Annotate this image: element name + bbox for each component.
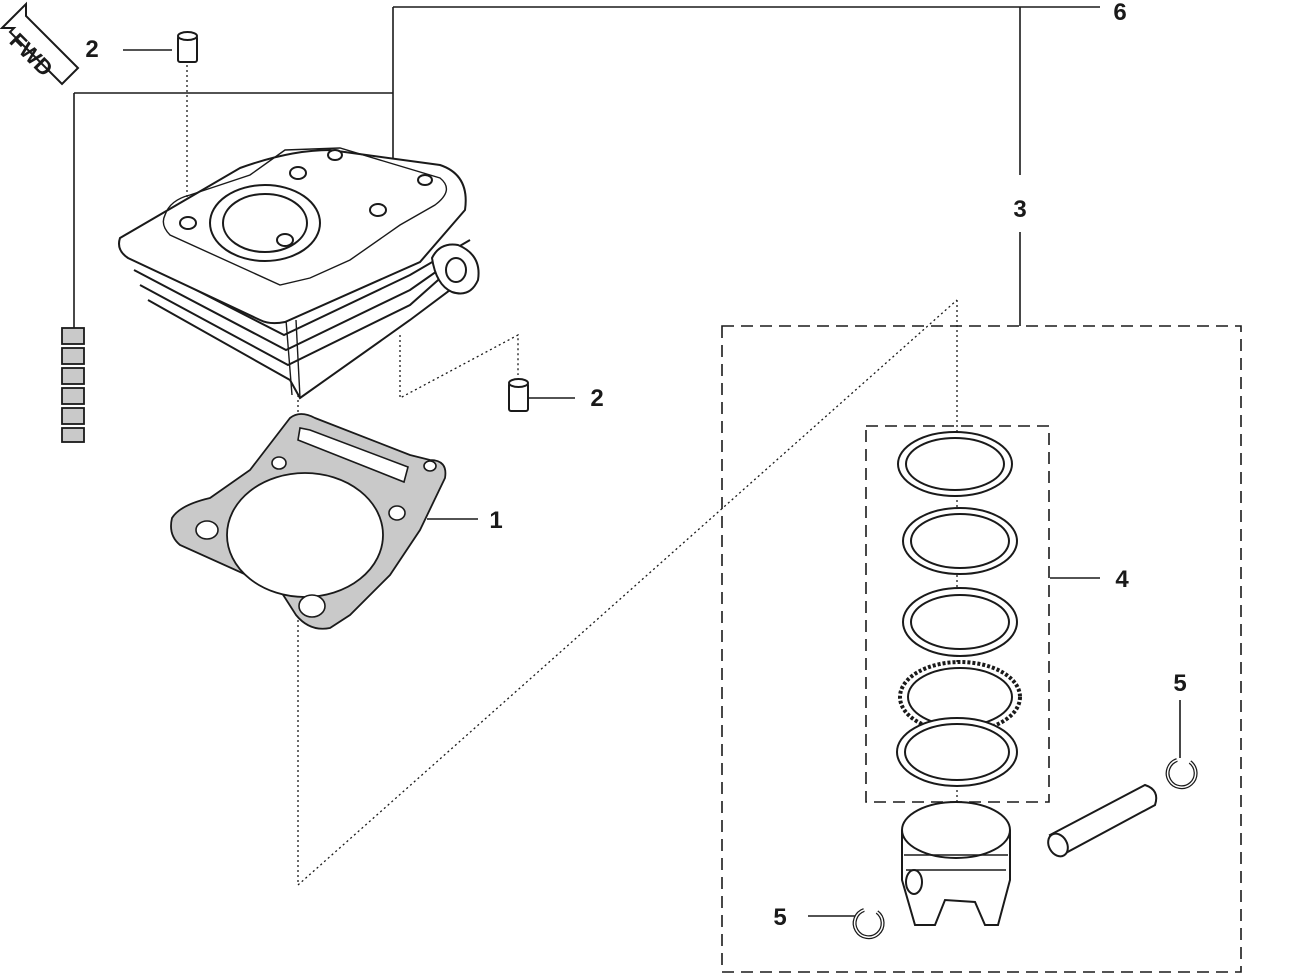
callout-cylinder-assembly: 6 <box>1113 0 1126 26</box>
piston <box>901 801 1011 926</box>
cylinder-stud-stack <box>61 327 85 443</box>
leader-lines <box>73 6 1181 917</box>
piston-ring-second <box>902 507 1018 575</box>
dowel-pin-right <box>508 378 529 412</box>
piston-oil-ring <box>896 717 1018 787</box>
cylinder-block <box>118 147 480 400</box>
piston-ring-third <box>902 587 1018 657</box>
callout-dowel-pin-right: 2 <box>590 385 603 412</box>
callout-piston-kit: 3 <box>1013 196 1026 223</box>
cylinder-base-gasket <box>170 413 447 630</box>
callout-dowel-pin-top: 2 <box>85 36 98 63</box>
callout-piston-pin-clip-right: 5 <box>1173 670 1186 697</box>
piston-oil-ring-expander <box>898 660 1022 734</box>
fwd-arrow-icon: FWD <box>0 1 80 86</box>
piston-pin <box>1047 783 1158 858</box>
piston-kit-boundary <box>721 325 1242 973</box>
callout-piston-ring-set: 4 <box>1115 566 1129 593</box>
piston-ring-top <box>897 431 1013 497</box>
callout-gasket: 1 <box>489 507 502 534</box>
piston-pin-clip-left <box>852 908 885 940</box>
callout-piston-pin-clip-left: 5 <box>773 904 786 931</box>
dowel-pin-top <box>177 31 198 63</box>
piston-pin-clip-right <box>1165 758 1198 790</box>
